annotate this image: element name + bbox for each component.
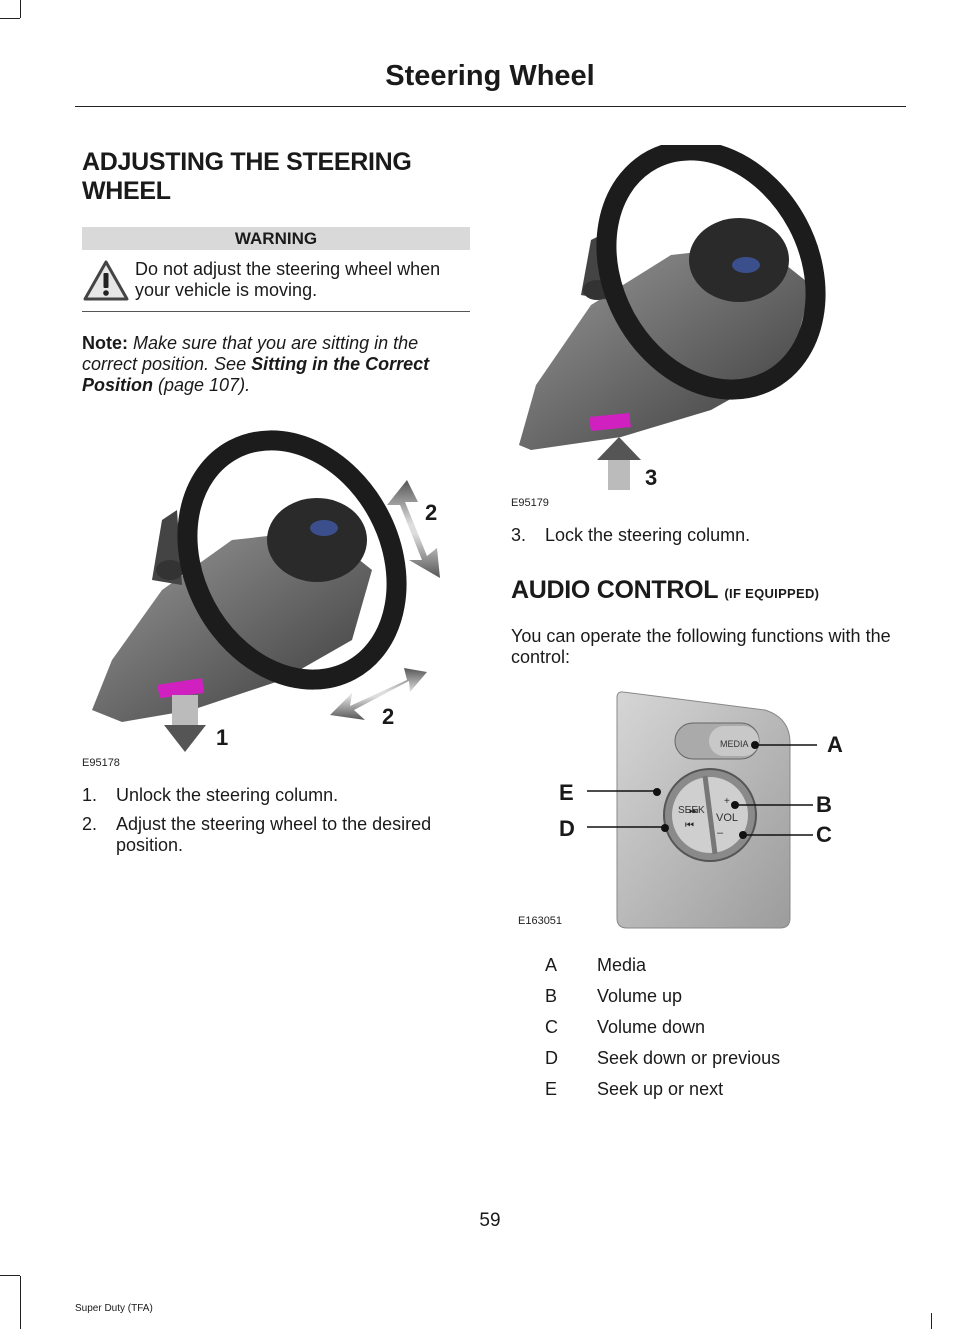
crop-mark (20, 1276, 21, 1329)
note-text: Make sure that you are sitting in the co… (82, 333, 419, 374)
list-item: 1. Unlock the steering column. (82, 785, 474, 806)
note-link[interactable]: Sitting in the Correct Position (82, 354, 430, 395)
warning-divider (82, 311, 470, 312)
figure-id: E163051 (518, 915, 563, 927)
legend-value: Media (597, 955, 647, 975)
callout-a: A (827, 732, 843, 757)
callout-2-lower: 2 (382, 704, 395, 729)
legend-key: A (545, 955, 558, 975)
callout-3: 3 (645, 465, 658, 490)
legend-value: Volume up (597, 986, 683, 1006)
figure-steering-unlock: 2 2 1 (82, 410, 472, 760)
vol-plus-label: + (724, 796, 730, 807)
legend-row: B Volume up (545, 986, 682, 1007)
legend-row: E Seek up or next (545, 1079, 723, 1100)
note-label: Note: (82, 333, 128, 353)
step-text: Adjust the steering wheel to the desired… (116, 814, 432, 855)
svg-text:⏮: ⏮ (685, 820, 694, 831)
callout-1: 1 (216, 725, 229, 750)
crop-mark (931, 1313, 932, 1329)
list-item: 2. Adjust the steering wheel to the desi… (82, 814, 474, 856)
step-text: Unlock the steering column. (116, 785, 339, 805)
heading-suffix: (IF EQUIPPED) (724, 586, 820, 601)
page-number: 59 (479, 1210, 501, 1231)
steps-list: 1. Unlock the steering column. 2. Adjust… (82, 785, 474, 856)
step-number: 2. (82, 814, 98, 834)
note-paragraph: Note: Make sure that you are sitting in … (82, 333, 474, 396)
callout-c: C (816, 822, 832, 847)
figure-audio-control: ⏭ ⏮ MEDIA SEEK VOL + – A B C D E (555, 688, 855, 933)
legend-row: C Volume down (545, 1017, 705, 1038)
list-item: 3. Lock the steering column. (511, 525, 903, 546)
legend-key: E (545, 1079, 558, 1099)
figure-id: E95179 (511, 497, 549, 509)
legend-row: A Media (545, 955, 646, 976)
crop-mark (0, 1275, 20, 1276)
warning-text: Do not adjust the steering wheel when yo… (135, 259, 441, 300)
crop-mark (0, 18, 20, 19)
figure-steering-lock: 3 (511, 140, 851, 495)
heading-line: ADJUSTING THE STEERING (82, 148, 412, 176)
callout-d: D (559, 816, 575, 841)
step-number: 1. (82, 785, 98, 805)
section-heading-adjusting: ADJUSTING THE STEERING WHEEL (82, 148, 482, 206)
legend-key: B (545, 986, 558, 1006)
svg-text:⏭: ⏭ (689, 806, 698, 817)
media-button-label: MEDIA (720, 739, 749, 749)
step-text: Lock the steering column. (545, 525, 751, 545)
seek-label: SEEK (678, 805, 705, 816)
note-text: (page 107). (153, 375, 251, 395)
legend-value: Seek down or previous (597, 1048, 781, 1068)
warning-triangle-icon (82, 259, 130, 303)
legend-key: C (545, 1017, 558, 1037)
document-id: Super Duty (TFA) (75, 1303, 153, 1314)
heading-line: WHEEL (82, 177, 171, 205)
callout-e: E (559, 780, 574, 805)
header-divider (75, 106, 906, 107)
heading-text: AUDIO CONTROL (511, 576, 718, 604)
legend-row: D Seek down or previous (545, 1048, 780, 1069)
section-heading-audio: AUDIO CONTROL (IF EQUIPPED) (511, 576, 911, 608)
legend-value: Seek up or next (597, 1079, 724, 1099)
callout-2-upper: 2 (425, 500, 438, 525)
legend-key: D (545, 1048, 558, 1068)
step-number: 3. (511, 525, 527, 545)
figure-id: E95178 (82, 757, 120, 769)
warning-label: WARNING (82, 227, 470, 250)
legend-value: Volume down (597, 1017, 706, 1037)
crop-mark (20, 0, 21, 18)
vol-label: VOL (716, 812, 739, 824)
callout-b: B (816, 792, 832, 817)
vol-minus-label: – (717, 827, 724, 839)
audio-intro: You can operate the following functions … (511, 626, 891, 667)
page-title: Steering Wheel (385, 60, 595, 92)
